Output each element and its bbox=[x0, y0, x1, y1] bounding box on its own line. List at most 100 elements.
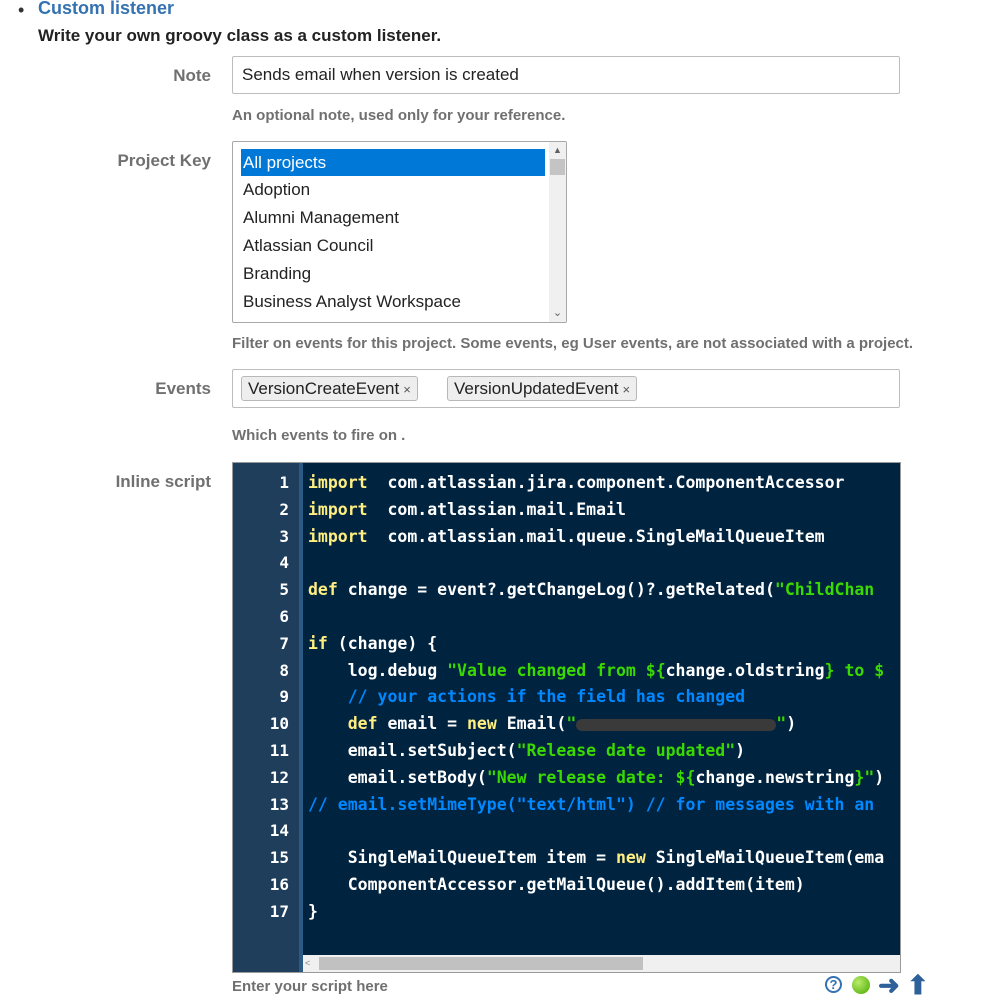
listbox-option[interactable]: Adoption bbox=[243, 180, 311, 199]
code-token: "New release date: ${ bbox=[486, 767, 696, 787]
code-text: if (change) { bbox=[308, 630, 437, 657]
line-number: 13 bbox=[269, 794, 289, 814]
code-token: com.atlassian.jira.component.ComponentAc… bbox=[367, 473, 845, 492]
code-token: com.atlassian.mail.queue.SingleMailQueue… bbox=[367, 526, 825, 546]
events-multiselect[interactable]: VersionCreateEvent× VersionUpdatedEvent× bbox=[232, 369, 900, 408]
code-token: import bbox=[308, 473, 368, 492]
code-text: log.debug "Value changed from ${change.o… bbox=[308, 657, 884, 684]
code-text: def email = new Email("") bbox=[308, 710, 796, 737]
code-token: email.setBody( bbox=[308, 767, 487, 787]
code-token: def bbox=[308, 580, 338, 600]
code-token: ) bbox=[874, 767, 885, 787]
listbox-scrollbar[interactable] bbox=[549, 142, 566, 322]
line-number: 10 bbox=[269, 714, 289, 734]
code-token: Email( bbox=[496, 714, 567, 734]
listbox-option[interactable]: Business Analyst Workspace bbox=[243, 292, 461, 311]
line-number: 3 bbox=[279, 526, 289, 546]
scroll-left-icon[interactable]: < bbox=[305, 958, 311, 968]
listbox-option[interactable]: Branding bbox=[243, 264, 312, 283]
help-icon[interactable]: ? bbox=[825, 976, 842, 993]
line-number: 12 bbox=[269, 767, 289, 787]
code-text: import com.atlassian.mail.queue.SingleMa… bbox=[308, 523, 825, 550]
project-key-listbox[interactable]: All projects Adoption Alumni Management … bbox=[232, 141, 567, 323]
note-input[interactable] bbox=[232, 56, 900, 94]
code-text: } bbox=[308, 898, 318, 925]
code-token: def bbox=[308, 714, 378, 734]
line-number: 17 bbox=[269, 901, 289, 921]
code-token: ) bbox=[735, 741, 746, 760]
section-title-link[interactable]: Custom listener bbox=[38, 0, 175, 18]
list-bullet: • bbox=[18, 0, 25, 20]
code-text: SingleMailQueueItem item = new SingleMai… bbox=[308, 844, 884, 871]
code-token: } to $ bbox=[824, 660, 885, 680]
line-number: 1 bbox=[279, 473, 289, 492]
code-text: import com.atlassian.mail.Email bbox=[308, 496, 626, 523]
code-token: new bbox=[466, 714, 497, 734]
code-text: def change = event?.getChangeLog()?.getR… bbox=[308, 576, 874, 603]
code-token: new bbox=[615, 848, 646, 868]
code-token: SingleMailQueueItem item = bbox=[308, 848, 616, 868]
line-number: 8 bbox=[279, 660, 289, 680]
remove-icon[interactable]: × bbox=[622, 382, 631, 397]
horizontal-scrollbar[interactable]: < bbox=[303, 955, 900, 972]
events-help: Which events to fire on . bbox=[232, 427, 406, 444]
listbox-option[interactable]: All projects bbox=[241, 149, 545, 176]
code-token: import bbox=[308, 499, 368, 519]
line-number: 2 bbox=[279, 499, 289, 519]
code-token: // email.setMimeType("text/html") // for… bbox=[308, 794, 875, 814]
line-number: 6 bbox=[279, 607, 289, 626]
code-token: }" bbox=[854, 767, 875, 787]
code-token: ) bbox=[786, 714, 797, 734]
line-number-gutter bbox=[233, 463, 299, 972]
line-number: 14 bbox=[269, 821, 289, 841]
line-number: 4 bbox=[279, 553, 289, 573]
code-editor[interactable]: 1 import com.atlassian.jira.component.Com… bbox=[232, 462, 901, 973]
remove-icon[interactable]: × bbox=[403, 382, 411, 397]
code-token: change = event?.getChangeLog()?.getRelat… bbox=[337, 580, 775, 600]
code-token: import bbox=[308, 526, 368, 546]
line-number: 11 bbox=[269, 741, 289, 760]
code-text: // your actions if the field has changed bbox=[308, 683, 745, 710]
gutter-border bbox=[299, 463, 303, 972]
code-token: ComponentAccessor.getMailQueue().addItem… bbox=[308, 875, 805, 894]
code-token: " bbox=[566, 714, 577, 734]
section-description: Write your own groovy class as a custom … bbox=[38, 26, 442, 45]
note-help: An optional note, used only for your ref… bbox=[232, 107, 566, 124]
code-token: SingleMailQueueItem(ema bbox=[645, 848, 885, 868]
code-text: ComponentAccessor.getMailQueue().addItem… bbox=[308, 871, 805, 898]
status-ok-icon bbox=[852, 976, 870, 994]
scroll-down-icon[interactable]: ⌄ bbox=[552, 307, 563, 319]
event-chip-label: VersionUpdatedEvent bbox=[454, 379, 619, 398]
code-text: // email.setMimeType("text/html") // for… bbox=[308, 791, 874, 818]
code-token: "Release date updated" bbox=[516, 741, 736, 760]
code-token: change.oldstring bbox=[665, 660, 825, 680]
listbox-option[interactable]: Atlassian Council bbox=[243, 236, 374, 255]
upload-arrow-icon[interactable]: ⬆ bbox=[907, 970, 929, 1000]
project-key-label: Project Key bbox=[117, 151, 211, 170]
line-number: 5 bbox=[279, 580, 289, 600]
line-number: 7 bbox=[279, 633, 289, 653]
code-token: email.setSubject( bbox=[308, 741, 517, 760]
code-token: email = bbox=[377, 714, 467, 734]
code-token: (change) { bbox=[327, 633, 438, 653]
scrollbar-thumb[interactable] bbox=[319, 957, 643, 970]
line-number: 9 bbox=[279, 687, 289, 707]
code-token: // your actions if the field has changed bbox=[308, 687, 746, 707]
project-key-help: Filter on events for this project. Some … bbox=[232, 335, 914, 352]
redacted-text bbox=[576, 718, 777, 731]
event-chip-label: VersionCreateEvent bbox=[248, 379, 400, 398]
scrollbar-thumb[interactable] bbox=[550, 159, 565, 175]
code-token: change.newstring bbox=[695, 767, 855, 787]
event-chip: VersionUpdatedEvent× bbox=[447, 376, 638, 401]
code-token: " bbox=[776, 714, 787, 734]
code-token: "ChildChan bbox=[774, 580, 875, 600]
listbox-option[interactable]: Alumni Management bbox=[243, 208, 399, 227]
script-help: Enter your script here bbox=[232, 978, 388, 995]
code-text: email.setBody("New release date: ${chang… bbox=[308, 764, 884, 791]
run-arrow-icon[interactable]: ➜ bbox=[878, 970, 900, 1000]
scroll-up-icon[interactable]: ▲ bbox=[553, 145, 562, 155]
line-number: 16 bbox=[269, 875, 289, 894]
note-label: Note bbox=[173, 66, 211, 85]
code-text: import com.atlassian.jira.component.Comp… bbox=[308, 469, 844, 496]
code-token: com.atlassian.mail.Email bbox=[367, 499, 626, 519]
